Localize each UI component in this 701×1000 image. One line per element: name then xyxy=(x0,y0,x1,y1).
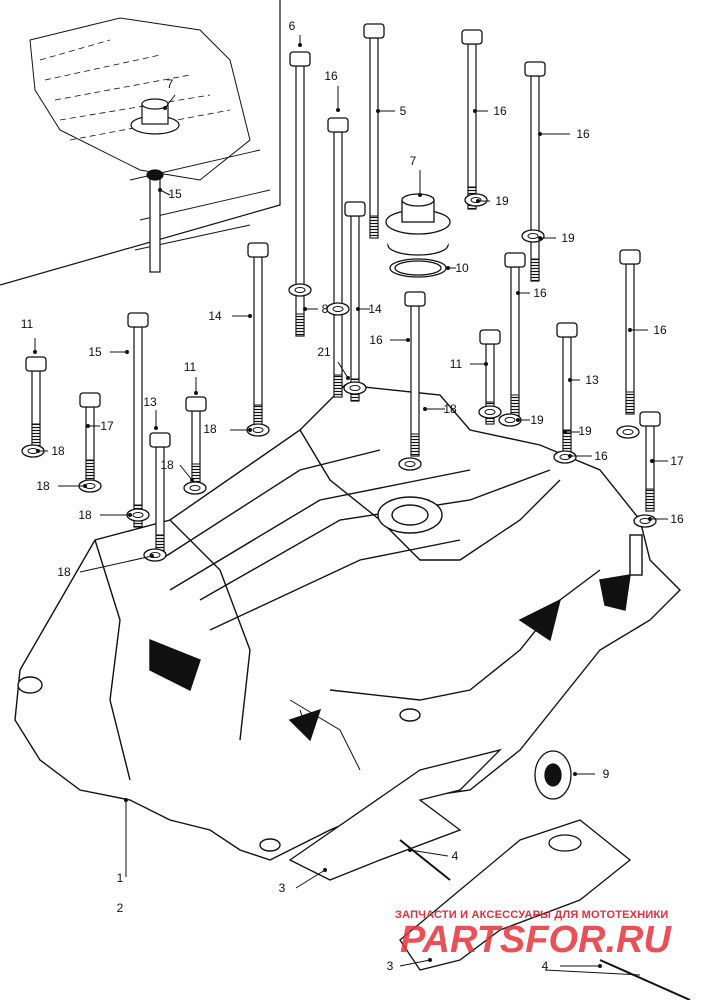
bolt xyxy=(504,252,526,418)
callout-c4b: 4 xyxy=(542,959,549,973)
washer xyxy=(464,193,488,207)
callout-c16g: 16 xyxy=(594,449,608,463)
callout-c8: 8 xyxy=(322,302,329,316)
callout-c15b: 15 xyxy=(88,345,102,359)
callout-c18a: 18 xyxy=(203,422,217,436)
rods-item-4 xyxy=(399,839,691,1000)
washer xyxy=(288,283,312,297)
callout-c14a: 14 xyxy=(208,309,222,323)
callout-c17b: 17 xyxy=(670,454,684,468)
callout-c11a: 11 xyxy=(21,317,34,331)
callout-c17a: 17 xyxy=(100,419,114,433)
leader-line xyxy=(399,959,431,967)
callout-c7b: 7 xyxy=(410,154,417,168)
leader-lines xyxy=(33,35,668,968)
callout-c21: 21 xyxy=(317,345,331,359)
callout-c13a: 13 xyxy=(143,395,157,409)
bolt xyxy=(25,356,47,447)
callout-c18f: 18 xyxy=(78,508,92,522)
callout-c16c: 16 xyxy=(576,127,590,141)
washer xyxy=(478,405,502,419)
washer xyxy=(326,302,350,316)
callout-c18b: 18 xyxy=(443,402,457,416)
bolt xyxy=(247,242,269,428)
bolt xyxy=(524,61,546,282)
bolt xyxy=(185,396,207,487)
callout-c16d: 16 xyxy=(533,286,547,300)
bolt xyxy=(344,201,366,402)
callout-c19c: 19 xyxy=(530,413,544,427)
leader-line xyxy=(179,464,193,481)
bolt xyxy=(404,291,426,457)
cover-plates xyxy=(288,748,641,976)
callout-c5: 5 xyxy=(400,104,407,118)
callout-c18d: 18 xyxy=(160,458,174,472)
callout-c16a: 16 xyxy=(324,69,338,83)
callout-c18g: 18 xyxy=(57,565,71,579)
washer xyxy=(343,381,367,395)
callout-c6: 6 xyxy=(289,19,296,33)
callout-c19d: 19 xyxy=(578,424,592,438)
seal-item-9 xyxy=(534,750,572,800)
callout-c15a: 15 xyxy=(168,187,182,201)
washer xyxy=(616,425,640,439)
callout-c10: 10 xyxy=(455,261,469,275)
bolt-group xyxy=(25,23,661,558)
washer xyxy=(143,548,167,562)
watermark: ЗАПЧАСТИ И АКСЕССУАРЫ ДЛЯ МОТОТЕХНИКИ PA… xyxy=(395,909,672,961)
washer xyxy=(398,457,422,471)
callout-c7a: 7 xyxy=(167,77,174,91)
bolt xyxy=(556,322,578,453)
bolt xyxy=(79,392,101,483)
leader-line xyxy=(79,555,153,573)
bolt xyxy=(461,29,483,210)
washer xyxy=(183,481,207,495)
watermark-tagline: ЗАПЧАСТИ И АКСЕССУАРЫ ДЛЯ МОТОТЕХНИКИ xyxy=(395,909,668,921)
callout-c16e: 16 xyxy=(653,323,667,337)
bolt xyxy=(289,51,311,337)
bolt xyxy=(639,411,661,512)
leader-line xyxy=(295,869,326,889)
callout-c19a: 19 xyxy=(495,194,509,208)
callout-c1: 1 xyxy=(117,871,124,885)
leader-line xyxy=(409,849,449,857)
bolt xyxy=(327,117,349,398)
washer xyxy=(521,229,545,243)
inset-view xyxy=(0,0,281,286)
callout-c14b: 14 xyxy=(368,302,382,316)
bolt xyxy=(619,249,641,415)
leader-line xyxy=(164,94,176,109)
leader-line xyxy=(337,361,349,379)
callout-c16h: 16 xyxy=(670,512,684,526)
filler-cap xyxy=(385,193,451,278)
callout-c13b: 13 xyxy=(585,373,599,387)
bolt xyxy=(127,312,149,528)
crankcase-body xyxy=(14,384,681,861)
washer xyxy=(633,514,657,528)
callout-c16f: 16 xyxy=(369,333,383,347)
callout-c2: 2 xyxy=(117,901,124,915)
callout-c11c: 11 xyxy=(450,357,463,371)
callout-c19b: 19 xyxy=(561,231,575,245)
washer-group xyxy=(21,193,657,562)
washer xyxy=(553,450,577,464)
callout-c18e: 18 xyxy=(36,479,50,493)
callout-c11b: 11 xyxy=(184,360,197,374)
callout-c3b: 3 xyxy=(387,959,394,973)
callout-c18c: 18 xyxy=(51,444,65,458)
callout-c9: 9 xyxy=(603,767,610,781)
bolt xyxy=(363,23,385,239)
watermark-logo: PARTSFOR.RU xyxy=(400,919,672,961)
callout-c4a: 4 xyxy=(452,849,459,863)
callout-c3a: 3 xyxy=(279,881,286,895)
bolt xyxy=(149,432,171,558)
callout-c16b: 16 xyxy=(493,104,507,118)
